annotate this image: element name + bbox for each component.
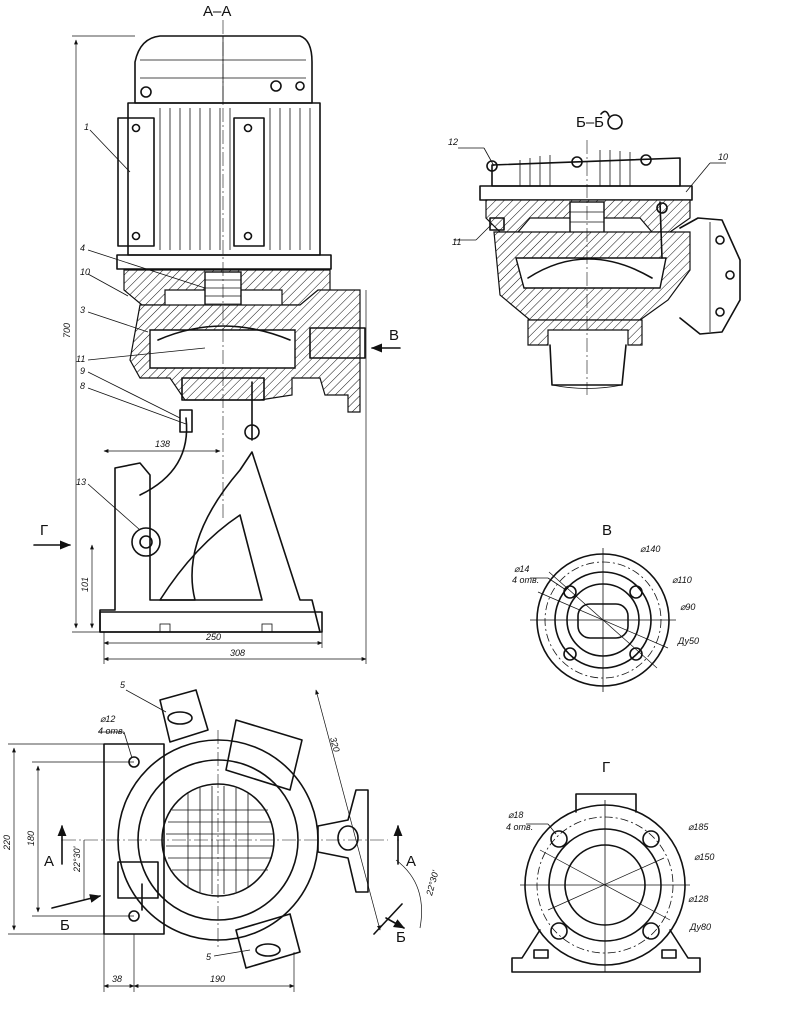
- g-d128: ⌀128: [688, 894, 708, 904]
- plan-d38: 38: [112, 974, 122, 984]
- callout-13: 13: [76, 477, 86, 487]
- callout-6: 8: [80, 381, 85, 391]
- plan-hole-count: 4 отв.: [98, 726, 125, 736]
- plan-hole-dia: ⌀12: [100, 714, 115, 724]
- callout-5-bottom: 5: [206, 952, 212, 962]
- view-g-title: Г: [602, 759, 610, 776]
- plan-angle1: 22°30': [72, 846, 82, 873]
- plan-d190: 190: [210, 974, 225, 984]
- plan-d220: 220: [2, 835, 12, 851]
- view-marker-g: Г: [40, 522, 48, 539]
- g-dn: Ду80: [689, 922, 711, 932]
- dim-height: 700: [62, 323, 72, 338]
- dim-101: 101: [80, 577, 90, 592]
- dim-308: 308: [230, 648, 245, 658]
- g-d185: ⌀185: [688, 822, 709, 832]
- plan-marker-b-right: Б: [396, 929, 406, 946]
- dim-138: 138: [155, 439, 170, 449]
- plan-view: А А Б Б 220 180 22°30' 22°30' 320 38 190: [2, 680, 441, 992]
- section-bb-title: Б–Б: [576, 114, 604, 131]
- section-aa: А–А: [33, 3, 401, 664]
- view-g: Г ⌀18 4 отв. ⌀185 ⌀150 ⌀128 Ду80: [506, 759, 714, 973]
- g-hole-count: 4 отв.: [506, 822, 533, 832]
- callout-11: 11: [452, 237, 461, 247]
- section-bb: Б–Б: [448, 110, 741, 395]
- g-d150: ⌀150: [694, 852, 714, 862]
- plan-marker-b-left: Б: [60, 917, 70, 934]
- plan-marker-a-left: А: [44, 853, 54, 870]
- callout-10: 11: [76, 354, 85, 364]
- callout-1: 1: [84, 122, 89, 132]
- callout-8: 10: [80, 267, 90, 277]
- view-v: В ⌀14 4 отв. ⌀140 ⌀110 ⌀90 Ду50: [512, 522, 699, 692]
- callout-9: 10: [718, 152, 728, 162]
- g-hole-dia: ⌀18: [508, 810, 523, 820]
- v-d140: ⌀140: [640, 544, 660, 554]
- callout-4: 4: [80, 243, 85, 253]
- v-d90: ⌀90: [680, 602, 695, 612]
- plan-d320: 320: [328, 736, 342, 753]
- v-hole-count: 4 отв.: [512, 575, 539, 585]
- plan-marker-a-right: А: [406, 853, 416, 870]
- plan-angle2: 22°30': [424, 869, 441, 897]
- dim-250: 250: [205, 632, 221, 642]
- callout-5-top: 5: [120, 680, 126, 690]
- v-hole-dia: ⌀14: [514, 564, 529, 574]
- v-d110: ⌀110: [672, 575, 692, 585]
- callout-3: 3: [80, 305, 85, 315]
- view-marker-v: В: [389, 327, 399, 344]
- plan-d180: 180: [26, 831, 36, 846]
- callout-7: 9: [80, 366, 85, 376]
- v-dn: Ду50: [677, 636, 699, 646]
- section-aa-title: А–А: [203, 3, 231, 20]
- view-v-title: В: [602, 522, 612, 539]
- callout-12: 12: [448, 137, 458, 147]
